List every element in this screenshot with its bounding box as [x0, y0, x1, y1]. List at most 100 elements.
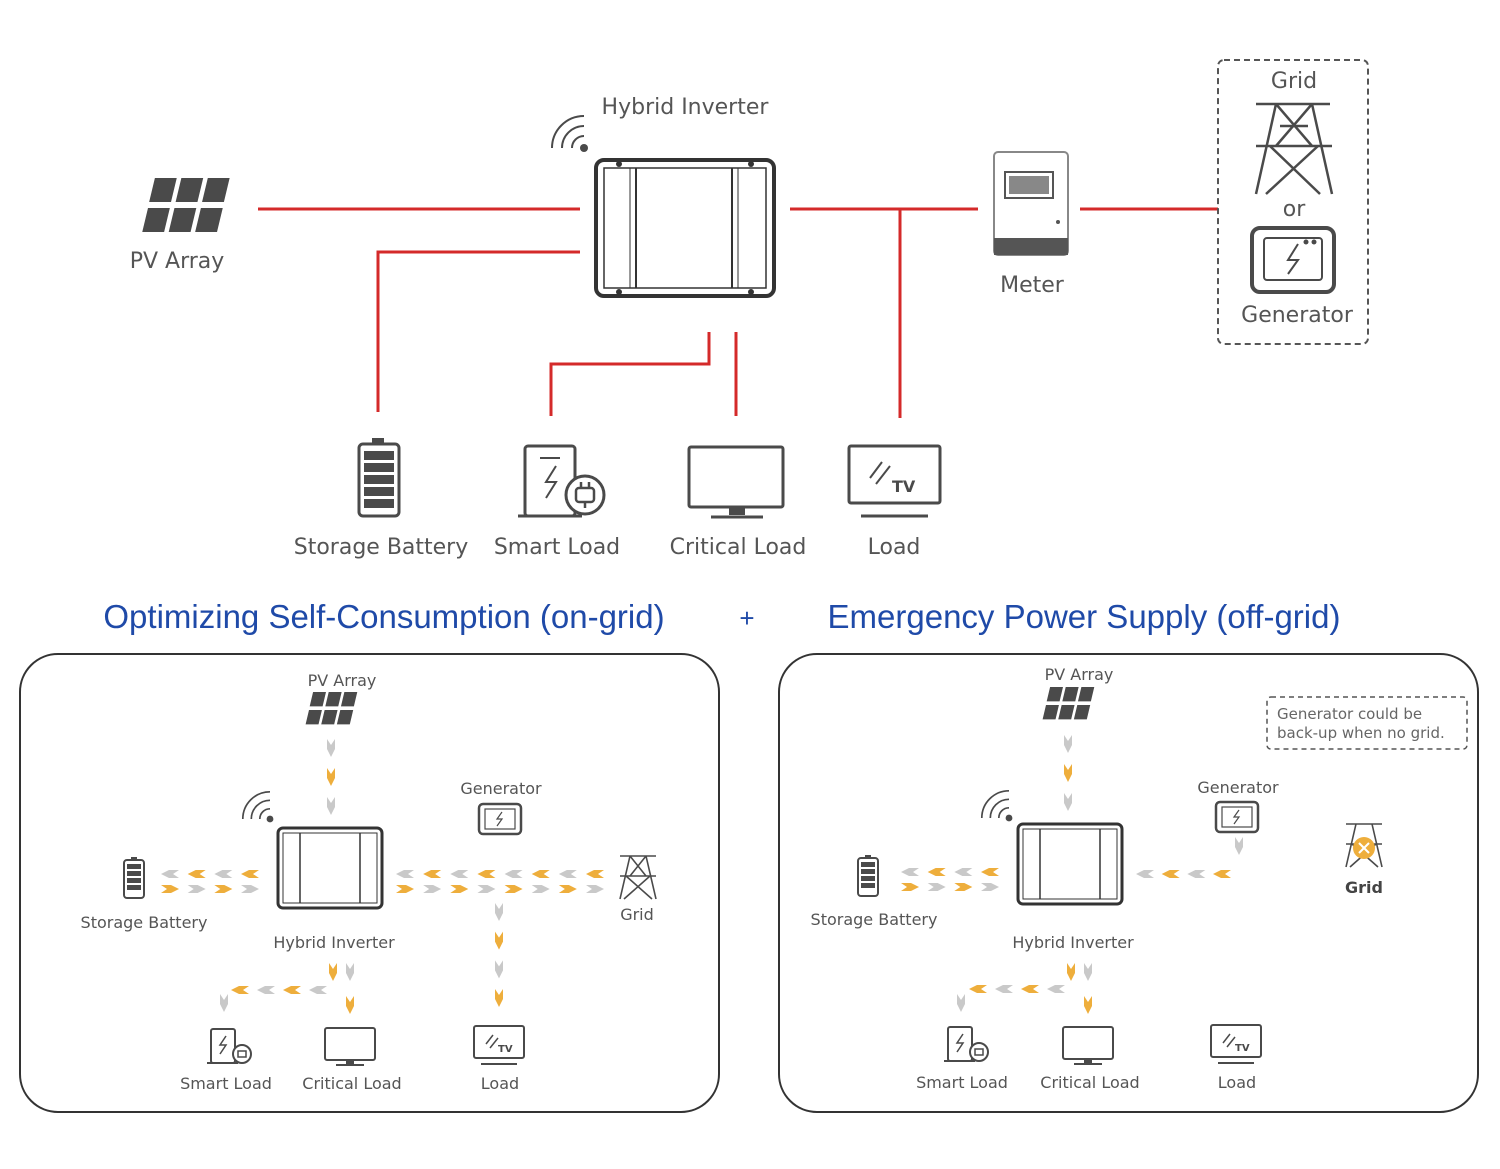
- off-grid-battery-label: Storage Battery: [811, 910, 938, 929]
- on-grid-critical-load-icon: [324, 1027, 376, 1066]
- flow-arrow: [1047, 985, 1065, 993]
- flow-arrow: [477, 885, 496, 893]
- on-grid-tv-icon: TV: [473, 1025, 525, 1065]
- tv-load-icon: TV: [847, 444, 942, 518]
- flow-arrow: [1064, 764, 1072, 782]
- flow-arrow: [214, 870, 233, 878]
- smart-load-label: Smart Load: [494, 535, 620, 560]
- off-grid-smart-load-icon: [944, 1026, 989, 1062]
- pv-array-icon: [142, 178, 230, 232]
- off-grid-inverter-label: Hybrid Inverter: [1012, 933, 1134, 952]
- flow-arrow: [423, 885, 442, 893]
- off-grid-note-box: [1266, 696, 1468, 750]
- flow-arrow: [1161, 870, 1180, 878]
- flow-arrow: [927, 883, 946, 891]
- off-grid-generator-label: Generator: [1197, 778, 1279, 797]
- flow-arrow: [495, 960, 503, 979]
- flow-arrow: [450, 885, 469, 893]
- flow-arrow: [981, 868, 999, 876]
- load-label: Load: [868, 535, 921, 560]
- flow-arrow: [346, 963, 354, 981]
- off-grid-tv-icon: TV: [1210, 1024, 1262, 1064]
- flow-arrow: [1213, 870, 1231, 878]
- flow-arrow: [504, 870, 523, 878]
- flow-arrow: [1064, 735, 1072, 753]
- on-grid-smart-load-icon: [207, 1028, 252, 1064]
- flow-arrow: [283, 986, 301, 994]
- flow-arrow: [495, 903, 503, 921]
- plus-sign: +: [739, 603, 754, 633]
- or-label: or: [1283, 197, 1306, 222]
- off-grid-battery-icon: [857, 855, 879, 897]
- off-grid-load-label: Load: [1218, 1073, 1256, 1092]
- flow-arrow: [423, 870, 442, 878]
- hybrid-inverter-icon: [594, 158, 776, 298]
- flow-arrow: [187, 885, 206, 893]
- flow-arrow: [1136, 870, 1154, 878]
- flow-arrow: [927, 868, 946, 876]
- off-grid-flow-arrows: [901, 735, 1243, 1014]
- flow-arrow: [969, 985, 987, 993]
- flow-arrow: [257, 986, 275, 994]
- off-grid-pv-array-label: PV Array: [1045, 665, 1114, 684]
- on-grid-title: Optimizing Self-Consumption (on-grid): [103, 598, 664, 635]
- flow-arrow: [1084, 963, 1092, 981]
- flow-arrow: [995, 985, 1013, 993]
- on-grid-battery-label: Storage Battery: [81, 913, 208, 932]
- off-grid-panel: [778, 653, 1479, 1113]
- off-grid-critical-load-icon: [1062, 1026, 1114, 1065]
- top-wires: [258, 207, 1218, 418]
- on-grid-tower-icon: [619, 855, 657, 900]
- svg-text:TV: TV: [892, 477, 916, 496]
- meter-label: Meter: [1000, 273, 1065, 298]
- off-grid-smart-load-label: Smart Load: [916, 1073, 1008, 1092]
- on-grid-inverter-icon: [276, 826, 384, 910]
- flow-arrow: [1021, 985, 1039, 993]
- off-grid-generator-icon: [1214, 800, 1260, 834]
- flow-arrow: [327, 768, 335, 786]
- on-grid-wifi-icon: [241, 790, 274, 823]
- flow-arrow: [901, 883, 919, 891]
- on-grid-smart-load-label: Smart Load: [180, 1074, 272, 1093]
- smart-load-icon: [518, 444, 606, 518]
- flow-arrow: [220, 994, 228, 1012]
- storage-battery-icon: [357, 438, 401, 518]
- flow-arrow: [981, 883, 999, 891]
- generator-label: Generator: [1241, 303, 1354, 328]
- flow-arrow: [504, 885, 523, 893]
- flow-arrow: [396, 870, 414, 878]
- flow-arrow: [327, 797, 335, 815]
- flow-arrow: [477, 870, 496, 878]
- flow-arrow: [396, 885, 414, 893]
- on-grid-battery-icon: [123, 857, 145, 899]
- flow-arrow: [450, 870, 469, 878]
- grid-unavailable-icon: [1353, 837, 1375, 859]
- grid-label: Grid: [1271, 69, 1317, 94]
- flow-arrow: [586, 885, 604, 893]
- storage-battery-label: Storage Battery: [294, 535, 469, 560]
- svg-text:TV: TV: [498, 1044, 513, 1055]
- off-grid-note-line2: back-up when no grid.: [1277, 724, 1445, 742]
- on-grid-load-label: Load: [481, 1074, 519, 1093]
- critical-load-label: Critical Load: [670, 535, 807, 560]
- svg-text:TV: TV: [1235, 1043, 1250, 1054]
- flow-arrow: [586, 870, 604, 878]
- pv-array-label: PV Array: [130, 249, 225, 274]
- flow-arrow: [957, 994, 965, 1012]
- meter-icon: [993, 151, 1069, 256]
- flow-arrow: [329, 963, 337, 981]
- flow-arrow: [1187, 870, 1206, 878]
- flow-arrow: [1235, 837, 1243, 855]
- off-grid-grid-label: Grid: [1345, 878, 1383, 897]
- off-grid-critical-load-label: Critical Load: [1040, 1073, 1139, 1092]
- flow-arrow: [954, 868, 973, 876]
- on-grid-critical-load-label: Critical Load: [302, 1074, 401, 1093]
- transmission-tower-icon: [1254, 102, 1334, 195]
- flow-arrow: [954, 883, 973, 891]
- flow-arrow: [214, 885, 233, 893]
- on-grid-inverter-label: Hybrid Inverter: [273, 933, 395, 952]
- flow-arrow: [187, 870, 206, 878]
- off-grid-wifi-icon: [980, 789, 1013, 822]
- on-grid-generator-label: Generator: [460, 779, 542, 798]
